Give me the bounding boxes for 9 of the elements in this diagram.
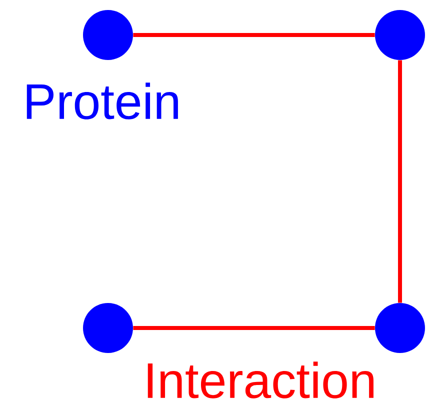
node-dot xyxy=(375,10,425,60)
text-label: Protein xyxy=(26,82,178,120)
text-label: Interaction xyxy=(148,362,374,398)
connector-line xyxy=(133,326,375,330)
node-dot xyxy=(375,303,425,353)
node-dot xyxy=(83,303,133,353)
connector-line xyxy=(398,60,402,303)
node-dot xyxy=(83,10,133,60)
connector-line xyxy=(133,33,375,37)
